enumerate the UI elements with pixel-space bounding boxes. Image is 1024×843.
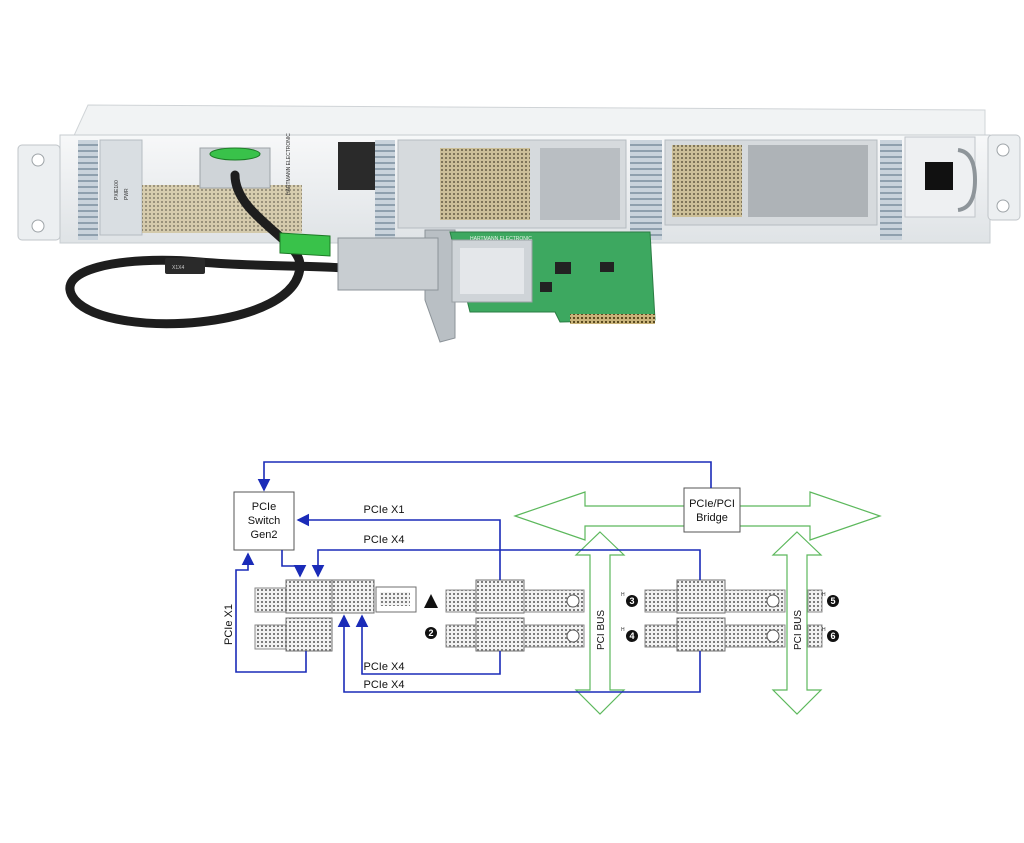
svg-text:2: 2 [428, 628, 433, 638]
controller-slot-label: PXIE100 [114, 180, 120, 200]
slot-number-6: 6 [827, 630, 839, 642]
pcie-x4-bottom-link-a [355, 614, 501, 675]
link-label-top-x1: PCIe X1 [364, 504, 405, 516]
green-pull-tab [209, 147, 261, 161]
pwr-label: PWR [124, 188, 130, 200]
switch-line-2: Switch [248, 515, 280, 527]
controller-board [142, 185, 302, 233]
controller-module [99, 139, 143, 236]
vent-strip [630, 140, 662, 240]
connector-row-bottom [254, 617, 823, 652]
link-label-top-x4: PCIe X4 [364, 534, 405, 546]
pcie-card-photo: HARTMANN ELECTRONIC [337, 229, 656, 343]
pcie-switch-block [233, 491, 295, 551]
card-connector-window [460, 248, 524, 294]
cable-sleeve [165, 258, 205, 274]
chassis-photo: PXIE100 PWR HARTMANN ELECTRONIC [17, 104, 1021, 244]
link-label-left-x1: PCIe X1 [223, 604, 235, 645]
pci-bus-label-2: PCI BUS [793, 610, 804, 650]
connector-row-top [254, 579, 823, 614]
card-guides [540, 148, 620, 220]
switch-line-3: Gen2 [251, 529, 278, 541]
slot-number-4: 4 [626, 630, 638, 642]
backplane-diagram: PCI BUS PCI BUS [223, 461, 882, 715]
system-slot-marker [424, 594, 438, 608]
power-switch[interactable] [925, 162, 953, 190]
vent-strip [375, 140, 395, 240]
pcie-pci-bridge-block [683, 487, 741, 533]
card-guides [748, 145, 868, 217]
backplane-connectors [672, 145, 742, 217]
svg-text:6: 6 [830, 631, 835, 641]
switch-line-1: PCIe [252, 501, 276, 513]
pcie-links [235, 461, 712, 693]
bridge-line-1: PCIe/PCI [689, 498, 735, 510]
hybrid-mark: H [621, 592, 625, 598]
pcie-x1-left-link [235, 552, 307, 673]
brand-label-panel: HARTMANN ELECTRONIC [286, 133, 292, 195]
handle-latch [338, 142, 376, 190]
bridge-to-switch-link [257, 461, 712, 492]
edge-fingers [570, 314, 655, 324]
switch-to-slot-link [281, 550, 307, 578]
svg-text:3: 3 [629, 596, 634, 606]
rack-ear-right [987, 134, 1021, 221]
green-pull-tab-card [279, 232, 331, 257]
slot-number-2: 2 [425, 627, 437, 639]
rack-ear-left [17, 144, 61, 241]
svg-text:4: 4 [629, 631, 634, 641]
pci-bus-vertical-arrow-1 [574, 531, 626, 715]
slot-number-3: 3 [626, 595, 638, 607]
vent-strip [78, 140, 98, 240]
pcie-x1-top-link [296, 513, 501, 580]
backplane-connectors [440, 148, 530, 220]
card-brand-label: HARTMANN ELECTRONIC [470, 236, 532, 242]
cable-plug [337, 237, 439, 291]
pci-bus-label-1: PCI BUS [596, 610, 607, 650]
bridge-line-2: Bridge [696, 512, 728, 524]
link-label-bottom-x4-a: PCIe X4 [364, 661, 405, 673]
hybrid-mark: H [822, 627, 826, 633]
power-handle[interactable] [957, 148, 978, 212]
svg-text:5: 5 [830, 596, 835, 606]
chip [555, 262, 571, 274]
link-label-bottom-x4-b: PCIe X4 [364, 679, 405, 691]
pcie-x4-top-link [311, 549, 701, 580]
cable-label: X1X4 [172, 265, 184, 271]
slot-number-5: 5 [827, 595, 839, 607]
cable-photo: X1X4 [65, 170, 350, 329]
hybrid-mark: H [621, 627, 625, 633]
pcie-x4-bottom-link-b [337, 614, 701, 693]
chip [540, 282, 552, 292]
vent-strip [880, 140, 902, 240]
chip [600, 262, 614, 272]
pci-bus-vertical-arrow-2 [771, 531, 823, 715]
hybrid-mark: H [822, 592, 826, 598]
